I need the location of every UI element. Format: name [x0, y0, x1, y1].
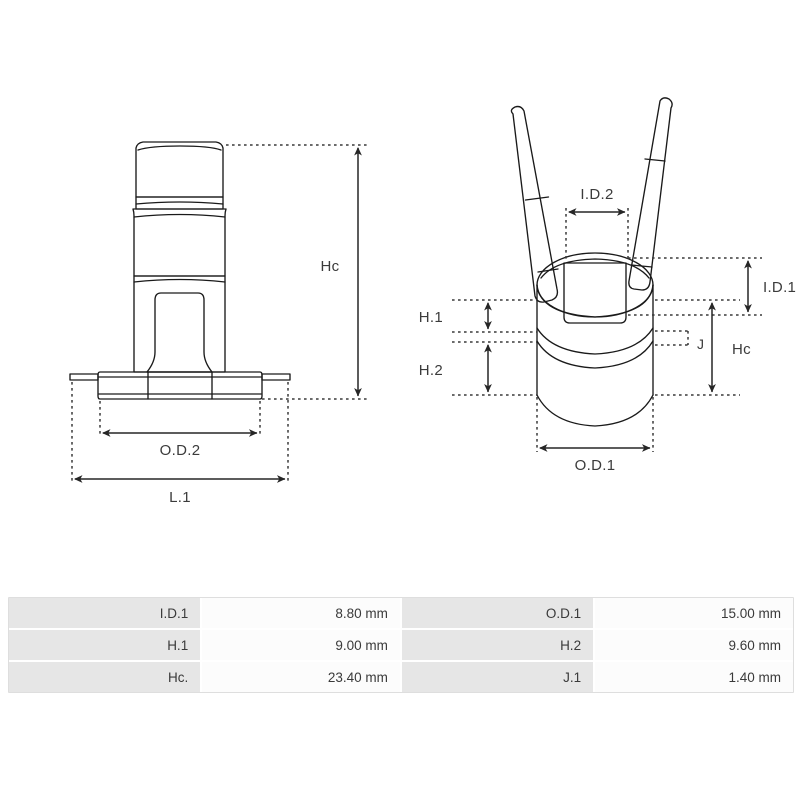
spec-table: I.D.1 8.80 mm O.D.1 15.00 mm H.1 9.00 mm…: [9, 598, 793, 692]
cylinder-inner-bore: [563, 262, 627, 324]
right-view-dimension-arrows: [484, 208, 752, 452]
spec-table-container: I.D.1 8.80 mm O.D.1 15.00 mm H.1 9.00 mm…: [8, 597, 794, 693]
label-l1: L.1: [169, 489, 191, 506]
wire-lead-right: [628, 97, 673, 291]
left-view-dimension-arrows: [74, 147, 362, 483]
left-lower-body-curve: [133, 278, 226, 283]
left-mid-ring-curve-top: [133, 213, 226, 218]
label-hc-right: Hc: [732, 341, 751, 358]
label-j: J: [697, 336, 704, 352]
wire-lead-left-joint-a: [524, 196, 550, 201]
left-top-cap-outline: [135, 141, 224, 198]
spec-value-j1: 1.40 mm: [593, 662, 793, 692]
cylinder-rim-bottom-curve: [536, 284, 654, 318]
label-od1: O.D.1: [575, 457, 616, 474]
spec-value-h1: 9.00 mm: [200, 630, 402, 662]
spec-label-hc: Hc.: [9, 662, 201, 692]
cylinder-top-rim-inner: [540, 258, 650, 279]
spec-value-id1: 8.80 mm: [200, 598, 402, 630]
left-base-flange: [97, 371, 263, 400]
left-inner-slot: [146, 292, 213, 373]
left-mid-ring-outline: [132, 208, 227, 277]
spec-value-h2: 9.60 mm: [593, 630, 793, 662]
table-row: I.D.1 8.80 mm O.D.1 15.00 mm: [9, 598, 793, 630]
label-h1: H.1: [419, 309, 443, 326]
spec-label-od1: O.D.1: [401, 598, 594, 630]
cylinder-bottom-curve: [536, 394, 654, 427]
cylinder-groove-2: [536, 340, 654, 369]
spec-value-hc: 23.40 mm: [200, 662, 402, 692]
spec-label-j1: J.1: [401, 662, 594, 692]
right-view-group: [510, 97, 673, 427]
label-hc-left: Hc: [321, 258, 340, 275]
left-lower-body-outline: [133, 275, 226, 373]
label-h2: H.2: [419, 362, 443, 379]
table-row: Hc. 23.40 mm J.1 1.40 mm: [9, 662, 793, 692]
cylinder-groove-1: [536, 327, 654, 355]
spec-table-body: I.D.1 8.80 mm O.D.1 15.00 mm H.1 9.00 mm…: [9, 598, 793, 692]
spec-value-od1: 15.00 mm: [593, 598, 793, 630]
spec-label-h1: H.1: [9, 630, 201, 662]
left-view-group: [69, 141, 291, 400]
right-view-extension-lines: [452, 208, 762, 452]
table-row: H.1 9.00 mm H.2 9.60 mm: [9, 630, 793, 662]
wire-lead-left: [510, 105, 559, 303]
label-id1: I.D.1: [763, 279, 796, 296]
spec-label-id1: I.D.1: [9, 598, 201, 630]
left-groove-band-curve: [135, 201, 224, 205]
label-id2: I.D.2: [580, 186, 613, 203]
drawing-area: Hc O.D.2 L.1: [69, 97, 796, 506]
label-od2: O.D.2: [160, 442, 201, 459]
wire-lead-right-joint-a: [644, 158, 666, 162]
left-top-cap-inner-line: [137, 145, 222, 151]
right-terminal-tab: [261, 373, 291, 381]
left-view-extension-lines: [71, 144, 368, 483]
drawing-canvas: Hc O.D.2 L.1: [69, 97, 796, 506]
left-terminal-tab: [69, 373, 99, 381]
spec-label-h2: H.2: [401, 630, 594, 662]
